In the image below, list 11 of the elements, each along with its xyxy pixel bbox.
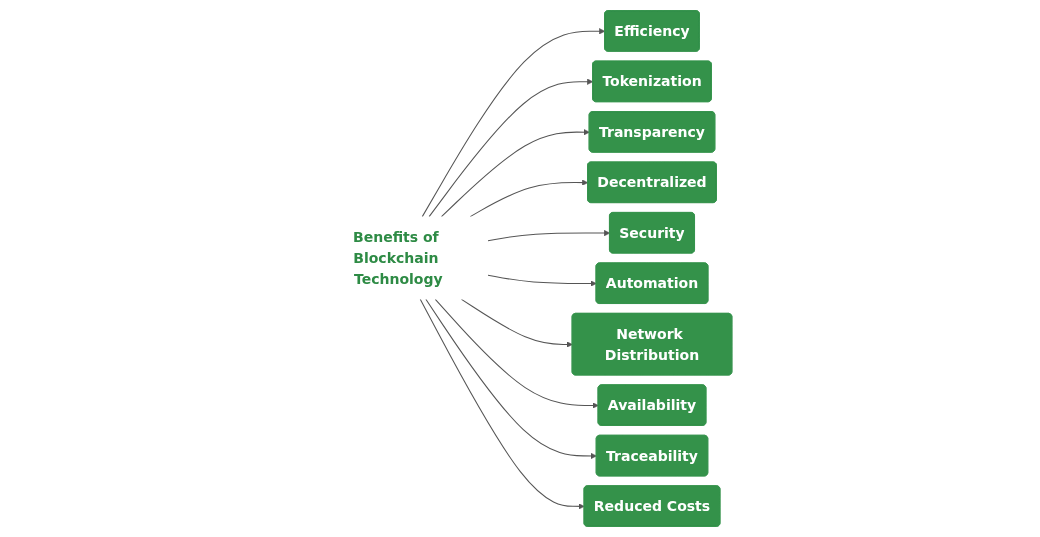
arrow xyxy=(487,274,597,287)
arrow xyxy=(487,230,610,242)
arrow xyxy=(460,298,573,348)
arrow xyxy=(428,78,593,218)
arrow xyxy=(469,179,588,218)
arrow xyxy=(440,129,590,218)
arrow xyxy=(421,28,605,218)
arrow xyxy=(425,298,597,459)
node-text: Benefits of Blockchain Technology xyxy=(352,228,443,288)
arrow xyxy=(419,298,585,510)
arrow xyxy=(434,298,599,409)
